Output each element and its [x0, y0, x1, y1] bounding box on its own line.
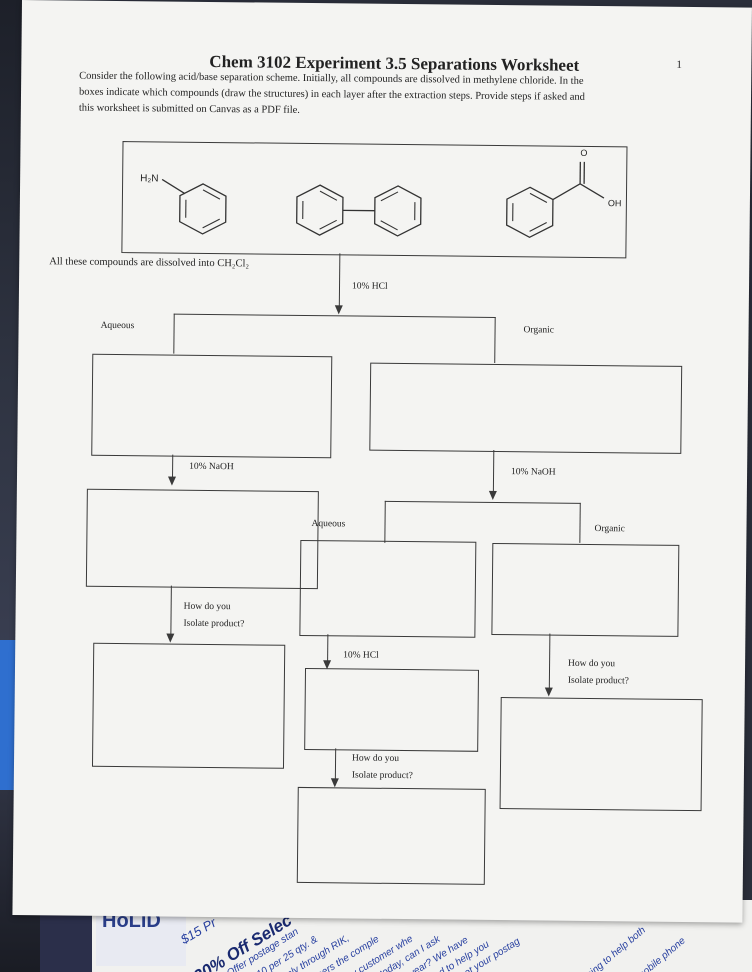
answer-box-aqueous-1[interactable] — [91, 353, 333, 459]
answer-box-organic-2[interactable] — [491, 542, 680, 637]
isolate-left-line-2: Isolate product? — [183, 618, 245, 630]
isolate-center-line-2: Isolate product? — [351, 770, 413, 782]
biphenyl-structure — [279, 175, 450, 257]
right-drop-1 — [494, 316, 497, 363]
answer-box-organic-1[interactable] — [369, 362, 683, 454]
right-connector-isolate — [548, 633, 551, 692]
center-drop-2 — [384, 500, 387, 543]
isolate-right-line-1: How do you — [568, 658, 616, 670]
arrow-down-icon — [167, 476, 177, 486]
answer-box-right-3[interactable] — [499, 697, 703, 812]
split-bar-2 — [384, 500, 581, 505]
layer-aqueous-1: Aqueous — [100, 320, 135, 332]
left-connector-isolate — [170, 585, 173, 638]
hcl-step-2: 10% HCl — [343, 650, 379, 661]
answer-box-aqueous-2[interactable] — [299, 539, 477, 638]
intro-line-2: boxes indicate which compounds (draw the… — [78, 86, 585, 103]
layer-organic-1: Organic — [523, 325, 555, 336]
answer-box-center-4[interactable] — [296, 786, 486, 885]
flyer-dark-card — [40, 908, 92, 972]
isolate-center-line-1: How do you — [352, 753, 400, 764]
arrow-down-icon — [334, 305, 343, 315]
isolate-left-line-1: How do you — [183, 601, 231, 613]
naoh-step-right: 10% NaOH — [511, 467, 556, 478]
worksheet-page: 1 Chem 3102 Experiment 3.5 Separations W… — [12, 0, 752, 923]
right-connector-naoh — [492, 449, 495, 494]
main-connector — [338, 253, 341, 312]
right-drop-2 — [579, 502, 582, 543]
amine-label: H₂N — [140, 173, 159, 185]
answer-box-left-2[interactable] — [85, 488, 319, 590]
layer-aqueous-2: Aqueous — [311, 519, 346, 530]
flyer-line: pping to help both — [580, 924, 648, 972]
arrow-down-icon — [544, 687, 553, 697]
arrow-down-icon — [330, 778, 339, 788]
center-connector-isolate — [334, 748, 337, 783]
dissolved-note: All these compounds are dissolved into C… — [49, 256, 250, 270]
intro-line-3: this worksheet is submitted on Canvas as… — [78, 102, 300, 116]
arrow-down-icon — [488, 490, 497, 500]
isolate-right-line-2: Isolate product? — [567, 675, 629, 687]
arrow-down-icon — [166, 633, 175, 643]
answer-box-left-3[interactable] — [91, 642, 286, 769]
aniline-structure — [157, 173, 248, 254]
page-number: 1 — [676, 58, 682, 71]
layer-organic-2: Organic — [594, 524, 625, 535]
benzoic-acid-structure — [489, 155, 620, 256]
left-drop-1 — [173, 313, 176, 354]
answer-box-center-3[interactable] — [304, 668, 480, 752]
hcl-step-1: 10% HCl — [351, 281, 388, 292]
naoh-step-left: 10% NaOH — [189, 461, 234, 473]
split-bar-1 — [173, 313, 496, 319]
